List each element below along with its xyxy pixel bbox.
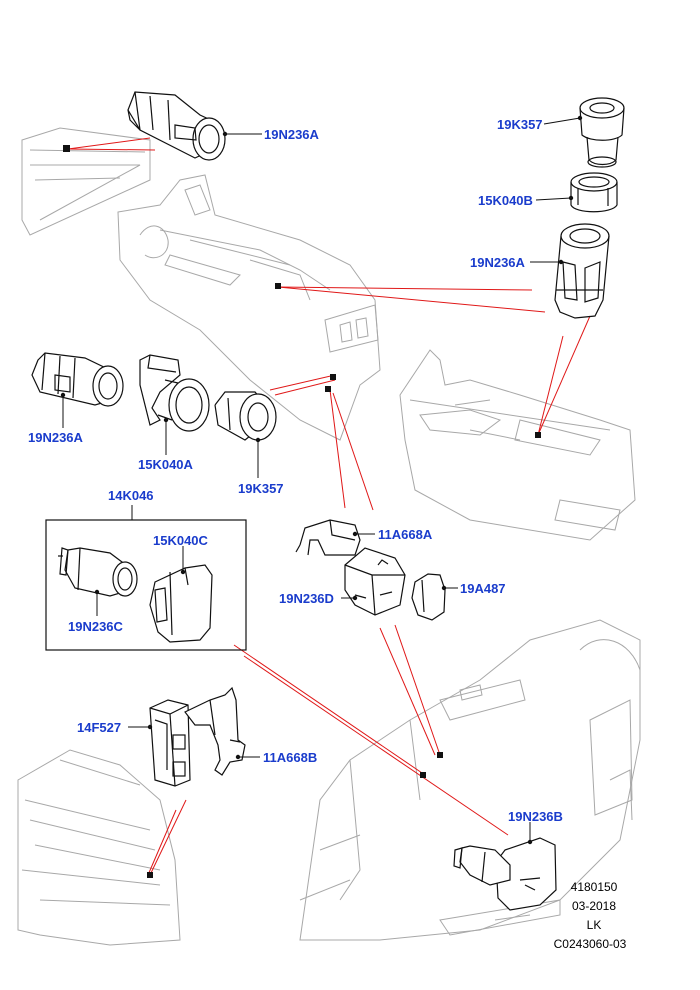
callout-19n236d: 19N236D [279, 591, 334, 606]
socket-19n236a-top-part [127, 91, 226, 161]
callout-19k357-mid: 19K357 [238, 481, 284, 496]
rear-vehicle-ghost [17, 749, 181, 946]
callout-19n236a-top: 19N236A [264, 127, 320, 142]
callout-19n236c: 19N236C [68, 619, 124, 634]
callout-19a487: 19A487 [460, 581, 506, 596]
cover-19a487-part [411, 573, 446, 621]
glovebox-ghost [21, 127, 151, 236]
illustration-number: 4180150 [570, 880, 618, 894]
lighter-19k357-top-part [579, 97, 625, 168]
red-leader-lines [67, 137, 591, 876]
socket-19n236b-part [453, 837, 557, 911]
callout-19n236a-left: 19N236A [28, 430, 84, 445]
ghost-vehicle-background [17, 127, 641, 946]
loadspace-ghost [299, 619, 641, 941]
illustration-reference: C0243060-03 [553, 937, 627, 951]
callout-11a668a: 11A668A [378, 527, 433, 542]
illustration-date: 03-2018 [571, 899, 617, 913]
cover-15k040c-part [149, 564, 213, 643]
bracket-11a668b-part [184, 686, 246, 776]
relay-19n236d-part [344, 547, 406, 616]
connector-markers [63, 145, 541, 878]
centre-console-ghost [117, 174, 381, 441]
rear-console-ghost [399, 349, 636, 541]
socket-19n236a-right-part [554, 223, 610, 319]
callout-14k046: 14K046 [108, 488, 154, 503]
callout-19n236a-right: 19N236A [470, 255, 526, 270]
callout-15k040a: 15K040A [138, 457, 194, 472]
callout-11a668b: 11A668B [263, 750, 317, 765]
callout-dots [60, 115, 583, 845]
kit-14k046-box [45, 519, 247, 651]
callout-15k040b: 15K040B [478, 193, 533, 208]
socket-19n236c-part [58, 547, 138, 597]
bezel-15k040b-part [570, 172, 618, 213]
illustrator-initials: LK [586, 918, 602, 932]
bezel-15k040a-part [139, 354, 210, 432]
callout-19k357-top: 19K357 [497, 117, 543, 132]
parts [31, 91, 625, 911]
lighter-19k357-mid-part [214, 391, 277, 441]
callout-leaders [62, 117, 581, 842]
socket-19n236a-left-part [31, 352, 124, 407]
callout-19n236b: 19N236B [508, 809, 563, 824]
module-14f527-part [149, 699, 191, 787]
callout-15k040c: 15K040C [153, 533, 209, 548]
callout-labels: 19N236A 19K357 15K040B 19N236A 19N236A 1… [28, 117, 563, 824]
callout-14f527: 14F527 [77, 720, 121, 735]
bracket-11a668a-part [295, 519, 361, 556]
